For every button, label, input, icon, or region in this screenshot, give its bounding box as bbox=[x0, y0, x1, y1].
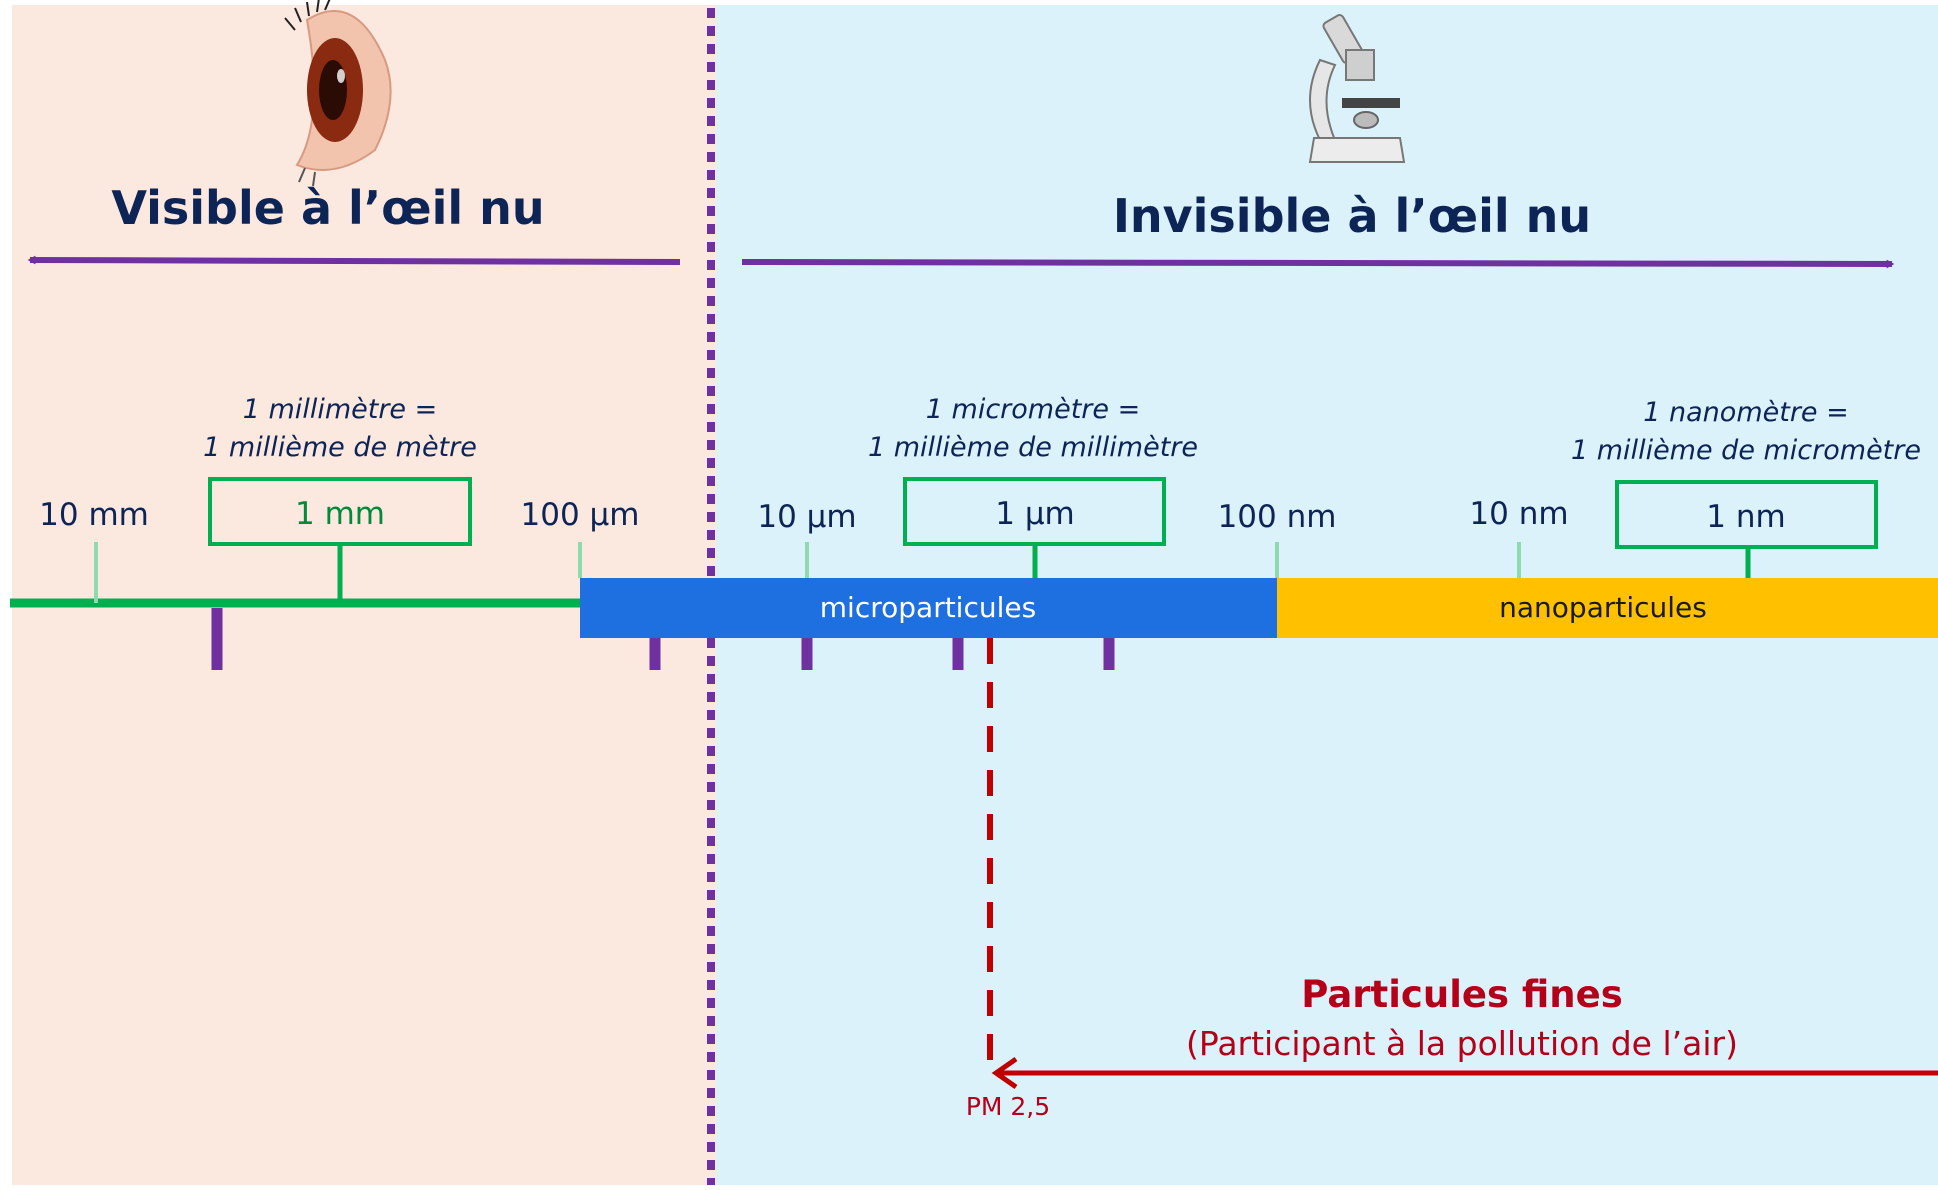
visible-heading: Visible à l’œil nu bbox=[111, 181, 544, 235]
unit-box-1um bbox=[903, 477, 1166, 546]
unit-box-1mm bbox=[208, 477, 472, 546]
fine-particles-arrowhead bbox=[991, 1056, 1018, 1090]
microparticles-band bbox=[580, 578, 1277, 638]
microscope-icon bbox=[1308, 14, 1406, 163]
def-nanometre-line2: 1 millième de micromètre bbox=[1571, 435, 1921, 466]
label-10nm: 10 nm bbox=[1469, 496, 1568, 532]
fine-particles-subtitle: (Participant à la pollution de l’air) bbox=[1186, 1024, 1738, 1063]
invisible-direction-arrow bbox=[741, 259, 1895, 269]
def-millimetre-line2: 1 millième de mètre bbox=[203, 432, 477, 463]
label-10um: 10 µm bbox=[757, 499, 856, 535]
microparticles-label: microparticules bbox=[820, 591, 1036, 624]
def-micrometre-line2: 1 millième de millimètre bbox=[868, 432, 1198, 463]
pm25-label: PM 2,5 bbox=[966, 1092, 1050, 1121]
label-100um: 100 µm bbox=[521, 497, 640, 533]
nanoparticles-label: nanoparticules bbox=[1499, 591, 1707, 624]
label-1mm: 1 mm bbox=[295, 496, 385, 532]
fine-particles-title: Particules fines bbox=[1301, 973, 1623, 1016]
eye-icon bbox=[284, 0, 392, 187]
invisible-heading: Invisible à l’œil nu bbox=[1113, 189, 1591, 243]
label-1nm: 1 nm bbox=[1706, 499, 1785, 535]
label-1um: 1 µm bbox=[995, 496, 1075, 532]
def-micrometre-line1: 1 micromètre = bbox=[926, 394, 1140, 425]
def-nanometre-line1: 1 nanomètre = bbox=[1643, 397, 1848, 428]
nanoparticles-band bbox=[1277, 578, 1938, 638]
label-100nm: 100 nm bbox=[1218, 499, 1337, 535]
visible-direction-arrow bbox=[27, 255, 681, 265]
def-millimetre-line1: 1 millimètre = bbox=[243, 394, 437, 425]
unit-box-1nm bbox=[1615, 480, 1878, 549]
label-10mm: 10 mm bbox=[39, 497, 149, 533]
